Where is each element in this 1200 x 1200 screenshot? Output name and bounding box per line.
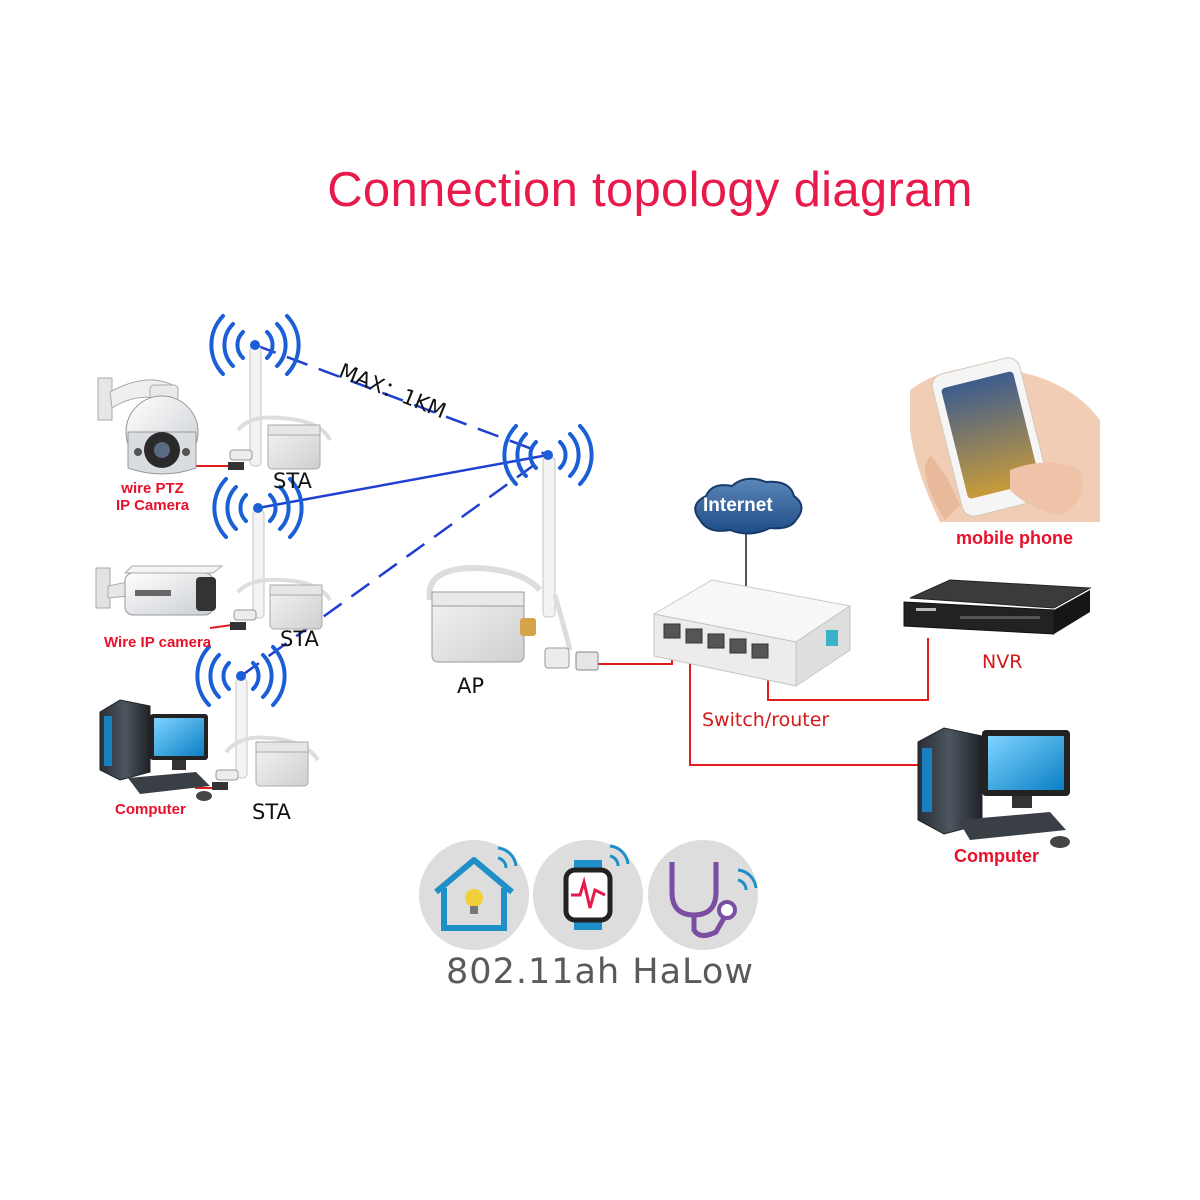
sta1-label: STA [273, 469, 312, 493]
ap-label: AP [457, 674, 485, 698]
smartwatch-icon [533, 840, 643, 950]
mobile-phone-icon [910, 357, 1100, 522]
halow-brand-label: 802.11ah HaLow [446, 952, 754, 992]
mobile-phone-label: mobile phone [956, 528, 1073, 548]
ptz-camera-icon [97, 377, 199, 475]
internet-cloud-icon [694, 477, 803, 535]
ap-antenna [502, 424, 594, 618]
page-title: Connection topology diagram [327, 163, 973, 217]
smart-home-icon [419, 840, 529, 950]
internet-label: Internet [703, 495, 773, 516]
ip-camera-label: Wire IP camera [104, 634, 212, 651]
sta2-antenna [212, 477, 304, 619]
wireless-links [240, 343, 549, 678]
link-sta3-ap [240, 453, 549, 678]
computer-left-icon [99, 699, 212, 801]
ptz-camera-label: wire PTZ IP Camera [116, 480, 190, 514]
switch-router-icon [652, 579, 852, 687]
sta3-antenna [195, 645, 287, 779]
computer-right-icon [917, 727, 1070, 848]
sta2-box [230, 577, 332, 630]
link-sta2-ap [257, 453, 549, 510]
link-ipcam-sta2 [209, 624, 233, 629]
ap-device [426, 564, 599, 671]
computer-left-label: Computer [115, 801, 186, 818]
switch-router-label: Switch/router [702, 709, 830, 731]
sta2-label: STA [280, 627, 319, 651]
nvr-icon [903, 579, 1092, 635]
sta3-label: STA [252, 800, 291, 824]
sta3-box [212, 735, 320, 790]
computer-right-label: Computer [954, 846, 1039, 866]
nvr-label: NVR [982, 651, 1023, 673]
sta1-box [228, 415, 332, 470]
stethoscope-icon [648, 840, 758, 950]
ip-camera-icon [95, 565, 224, 616]
link-switch-pc [689, 655, 918, 766]
sta1-antenna [209, 314, 301, 467]
link-sta1-ap [254, 343, 549, 457]
